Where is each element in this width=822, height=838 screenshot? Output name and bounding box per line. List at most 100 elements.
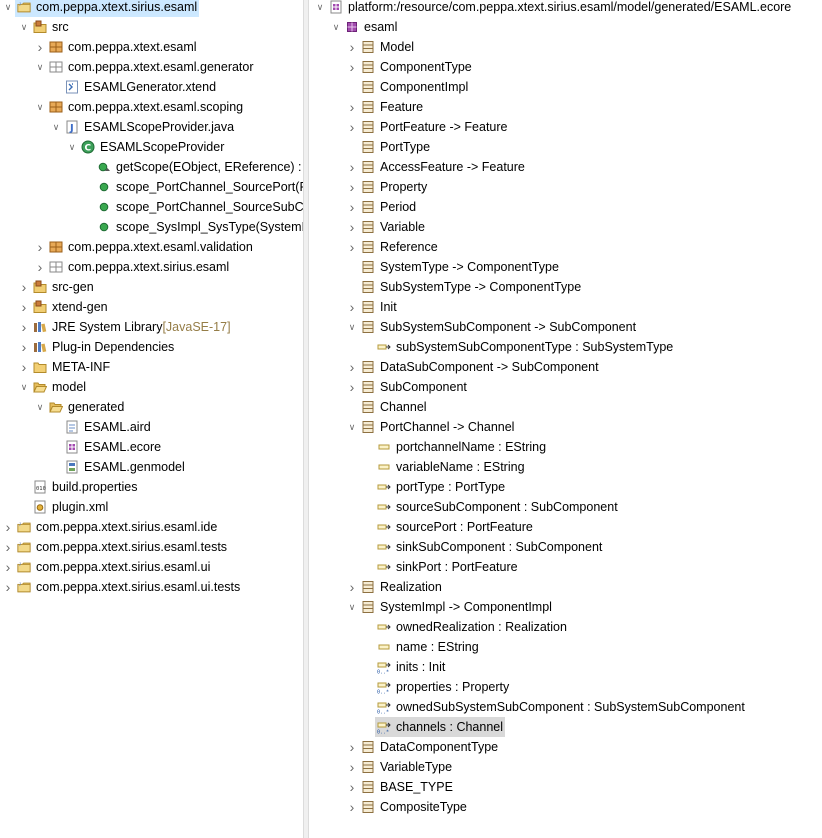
tree-item[interactable]: portType : PortType — [361, 477, 507, 497]
collapsed-chevron-icon[interactable]: › — [349, 759, 355, 775]
tree-item-content[interactable]: JRE System Library [JavaSE-17] — [31, 317, 233, 337]
collapsed-chevron-icon[interactable]: › — [21, 339, 27, 355]
tree-item[interactable]: portchannelName : EString — [361, 437, 548, 457]
tree-item[interactable]: ›JRE System Library [JavaSE-17] — [17, 317, 233, 337]
tree-item-content[interactable]: Realization — [359, 577, 444, 597]
tree-item-content[interactable]: model — [31, 377, 88, 397]
expanded-chevron-icon[interactable]: ∨ — [332, 22, 340, 32]
expanded-chevron-icon[interactable]: ∨ — [20, 22, 28, 32]
tree-item[interactable]: ›VariableType — [345, 757, 454, 777]
tree-item[interactable]: 0..*ownedSubSystemSubComponent : SubSyst… — [361, 697, 747, 717]
collapsed-chevron-icon[interactable]: › — [37, 39, 43, 55]
tree-item-content[interactable]: src — [31, 17, 71, 37]
tree-item-content[interactable]: Period — [359, 197, 418, 217]
tree-item[interactable]: scope_SysImpl_SysType(SystemI — [81, 217, 303, 237]
expanded-chevron-icon[interactable]: ∨ — [36, 62, 44, 72]
tree-item-content[interactable]: SubComponent — [359, 377, 469, 397]
tree-item[interactable]: ›xtend-gen — [17, 297, 110, 317]
tree-item[interactable]: sinkPort : PortFeature — [361, 557, 520, 577]
tree-item-content[interactable]: CompositeType — [359, 797, 469, 817]
tree-item[interactable]: ›Feature — [345, 97, 425, 117]
collapsed-chevron-icon[interactable]: › — [21, 319, 27, 335]
collapsed-chevron-icon[interactable]: › — [349, 359, 355, 375]
tree-item-content[interactable]: ESAML.aird — [63, 417, 153, 437]
expanded-chevron-icon[interactable]: ∨ — [52, 122, 60, 132]
collapsed-chevron-icon[interactable]: › — [349, 799, 355, 815]
expanded-chevron-icon[interactable]: ∨ — [68, 142, 76, 152]
tree-item-content[interactable]: DataComponentType — [359, 737, 500, 757]
tree-item[interactable]: ∨generated — [33, 397, 126, 417]
tree-item[interactable]: ›Reference — [345, 237, 440, 257]
collapsed-chevron-icon[interactable]: › — [349, 179, 355, 195]
tree-item[interactable]: ›com.peppa.xtext.esaml.validation — [33, 237, 255, 257]
tree-item[interactable]: sinkSubComponent : SubComponent — [361, 537, 604, 557]
tree-item-content[interactable]: SubSystemSubComponent -> SubComponent — [359, 317, 638, 337]
tree-item[interactable]: plugin.xml — [17, 497, 110, 517]
collapsed-chevron-icon[interactable]: › — [349, 199, 355, 215]
tree-item[interactable]: PortType — [345, 137, 432, 157]
tree-item[interactable]: ›AccessFeature -> Feature — [345, 157, 527, 177]
tree-item[interactable]: ›SubComponent — [345, 377, 469, 397]
tree-item[interactable]: ›CompositeType — [345, 797, 469, 817]
tree-item[interactable]: SubSystemType -> ComponentType — [345, 277, 583, 297]
tree-item[interactable]: SystemType -> ComponentType — [345, 257, 561, 277]
tree-item[interactable]: subSystemSubComponentType : SubSystemTyp… — [361, 337, 675, 357]
expanded-chevron-icon[interactable]: ∨ — [348, 422, 356, 432]
tree-item-content[interactable]: sinkPort : PortFeature — [375, 557, 520, 577]
tree-item-content[interactable]: plugin.xml — [31, 497, 110, 517]
collapsed-chevron-icon[interactable]: › — [349, 119, 355, 135]
tree-item[interactable]: sourceSubComponent : SubComponent — [361, 497, 620, 517]
collapsed-chevron-icon[interactable]: › — [37, 239, 43, 255]
tree-item-content[interactable]: com.peppa.xtext.esaml.generator — [47, 57, 256, 77]
collapsed-chevron-icon[interactable]: › — [349, 779, 355, 795]
tree-item[interactable]: ∨src — [17, 17, 71, 37]
tree-item[interactable]: ›DataComponentType — [345, 737, 500, 757]
tree-item[interactable]: Channel — [345, 397, 429, 417]
tree-item[interactable]: ›ComponentType — [345, 57, 474, 77]
collapsed-chevron-icon[interactable]: › — [349, 239, 355, 255]
tree-item-content[interactable]: SystemImpl -> ComponentImpl — [359, 597, 554, 617]
tree-item[interactable]: ›com.peppa.xtext.sirius.esaml — [33, 257, 231, 277]
tree-item-content[interactable]: VariableType — [359, 757, 454, 777]
collapsed-chevron-icon[interactable]: › — [349, 219, 355, 235]
tree-item[interactable]: ›Variable — [345, 217, 427, 237]
collapsed-chevron-icon[interactable]: › — [349, 159, 355, 175]
tree-item-content[interactable]: BASE_TYPE — [359, 777, 455, 797]
tree-item-content[interactable]: PortFeature -> Feature — [359, 117, 510, 137]
expanded-chevron-icon[interactable]: ∨ — [20, 382, 28, 392]
tree-item[interactable]: ›Init — [345, 297, 399, 317]
tree-item[interactable]: ∨com.peppa.xtext.esaml.scoping — [33, 97, 245, 117]
collapsed-chevron-icon[interactable]: › — [349, 99, 355, 115]
tree-item-content[interactable]: ComponentImpl — [359, 77, 470, 97]
tree-item-content[interactable]: variableName : EString — [375, 457, 527, 477]
tree-item-content[interactable]: PortChannel -> Channel — [359, 417, 516, 437]
pane-splitter[interactable] — [303, 0, 309, 838]
tree-item-content[interactable]: SubSystemType -> ComponentType — [359, 277, 583, 297]
tree-item[interactable]: ∨SystemImpl -> ComponentImpl — [345, 597, 554, 617]
tree-item-content[interactable]: xtend-gen — [31, 297, 110, 317]
tree-item-content[interactable]: ownedRealization : Realization — [375, 617, 569, 637]
tree-item[interactable]: 0..*properties : Property — [361, 677, 511, 697]
tree-item-content[interactable]: 0..*ownedSubSystemSubComponent : SubSyst… — [375, 697, 747, 717]
tree-item-content[interactable]: PortType — [359, 137, 432, 157]
tree-item-content[interactable]: com.peppa.xtext.esaml.validation — [47, 237, 255, 257]
tree-item-content[interactable]: SystemType -> ComponentType — [359, 257, 561, 277]
tree-item-content[interactable]: com.peppa.xtext.esaml — [47, 37, 199, 57]
tree-item[interactable]: ›Model — [345, 37, 416, 57]
tree-item-content[interactable]: Property — [359, 177, 429, 197]
collapsed-chevron-icon[interactable]: › — [5, 539, 11, 555]
tree-item[interactable]: ESAML.aird — [49, 417, 153, 437]
tree-item-content[interactable]: Channel — [359, 397, 429, 417]
tree-item-content[interactable]: Feature — [359, 97, 425, 117]
